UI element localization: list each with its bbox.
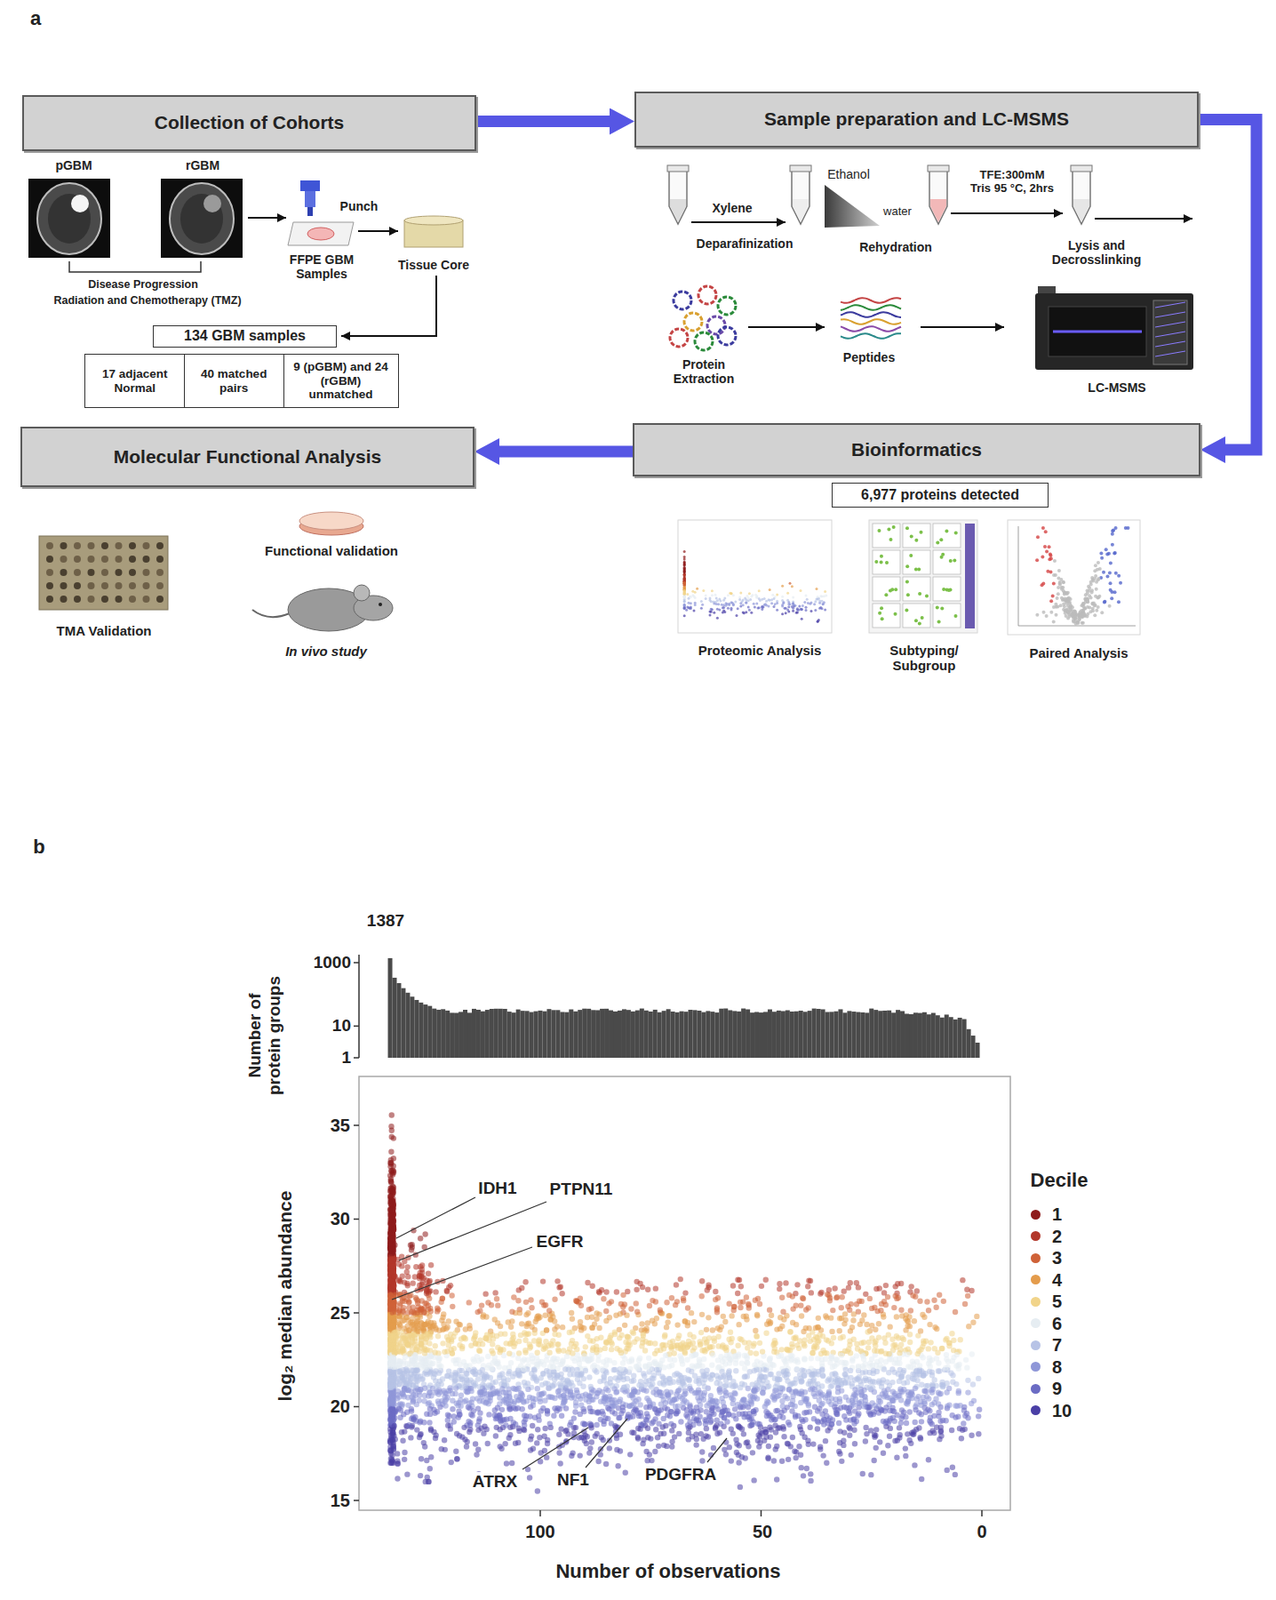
figure-canvas: Collection of CohortsSample preparation … bbox=[0, 0, 1276, 1600]
